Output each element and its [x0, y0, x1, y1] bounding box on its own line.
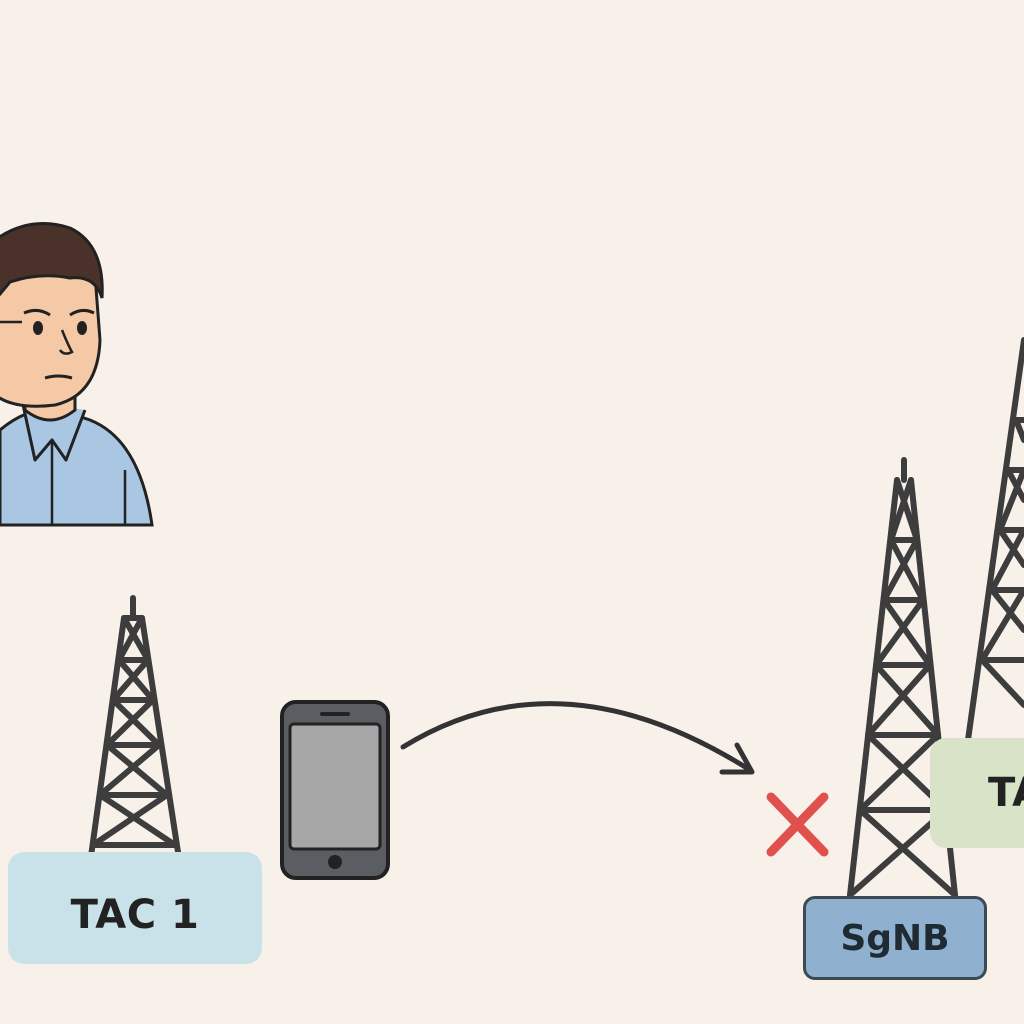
- smartphone-icon: [280, 700, 390, 880]
- person-avatar: [0, 222, 154, 527]
- cell-tower-icon: [85, 595, 185, 881]
- sgnb-label: SgNB: [803, 896, 987, 980]
- failure-x-icon: [766, 792, 829, 857]
- cell-tower-icon: [847, 457, 958, 898]
- tac1-label: TAC 1: [8, 852, 262, 964]
- sgnb-text: SgNB: [840, 917, 950, 959]
- tac2-text: TA: [988, 770, 1024, 816]
- tac2-label: TA: [930, 738, 1024, 848]
- handover-arrow-icon: [400, 701, 755, 775]
- tac1-text: TAC 1: [70, 892, 200, 938]
- cell-tower-icon: [965, 337, 1024, 743]
